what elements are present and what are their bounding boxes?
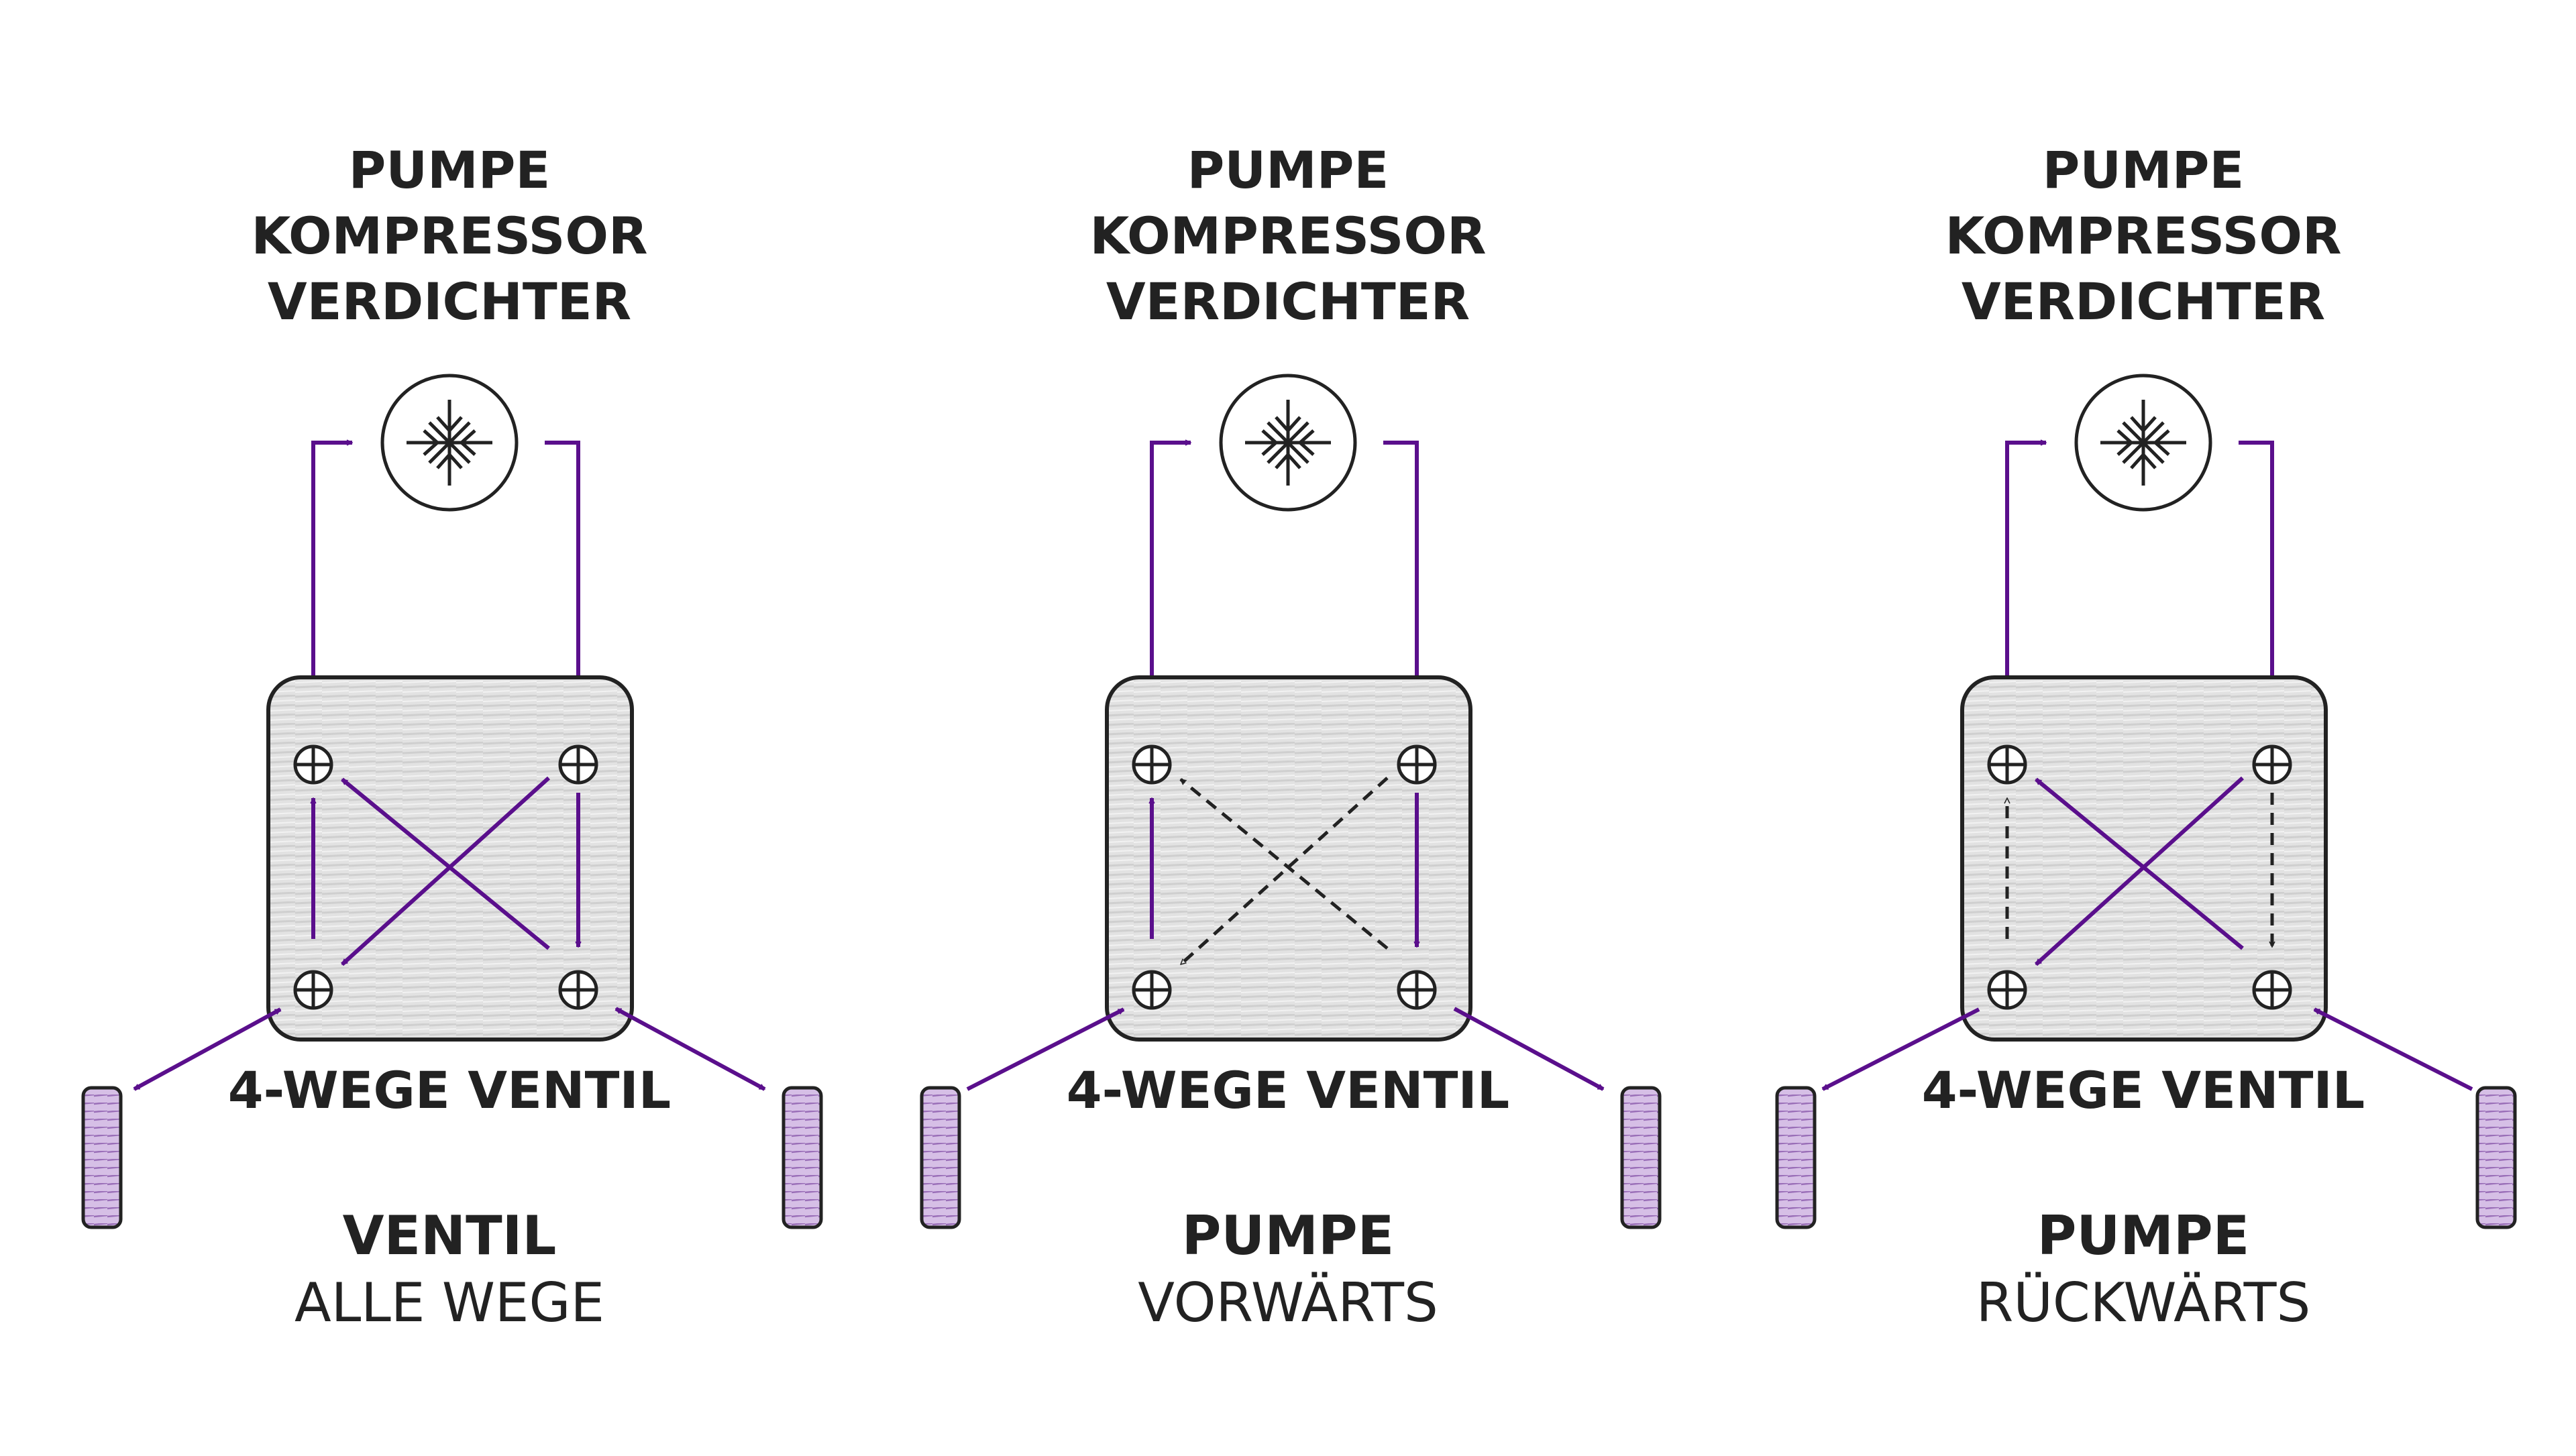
panel-heading: PUMPE KOMPRESSOR VERDICHTER <box>1089 140 1486 331</box>
panel-pumpe-vorwaerts: PUMPE KOMPRESSOR VERDICHTER <box>920 140 1662 1334</box>
pump-outlet-line <box>545 441 578 723</box>
crosshair-circle-icon <box>1987 744 2292 1010</box>
pump-outlet-line <box>2239 441 2272 723</box>
four-way-valve <box>266 675 634 1042</box>
caption-title: PUMPE <box>1182 1205 1394 1267</box>
crosshair-circle-icon <box>293 744 598 1010</box>
compressor-symbol-icon <box>1219 374 1357 512</box>
caption-subtitle: VORWÄRTS <box>1138 1272 1438 1334</box>
compressor-symbol-icon <box>2074 374 2212 512</box>
striped-port-icon <box>81 1086 823 1229</box>
pump-outlet-line <box>1383 441 1417 723</box>
caption-subtitle: RÜCKWÄRTS <box>1976 1272 2310 1334</box>
four-way-valve <box>1960 675 2328 1042</box>
heading-line-1: PUMPE <box>2043 140 2245 200</box>
panel-heading: PUMPE KOMPRESSOR VERDICHTER <box>251 140 647 331</box>
valve-inner-paths <box>2007 776 2272 966</box>
heading-line-2: KOMPRESSOR <box>251 206 647 266</box>
pump-inlet-line <box>1150 443 1191 744</box>
flow-lines <box>1150 441 1417 744</box>
heading-line-2: KOMPRESSOR <box>1089 206 1486 266</box>
caption-subtitle: ALLE WEGE <box>294 1272 604 1334</box>
striped-port-icon <box>1775 1086 2517 1229</box>
caption-title: VENTIL <box>343 1205 557 1267</box>
four-way-valve <box>1105 675 1472 1042</box>
valve-label: 4-WEGE VENTIL <box>1922 1060 2365 1120</box>
panel-pumpe-rueckwaerts: PUMPE KOMPRESSOR VERDICHTER <box>1775 140 2517 1334</box>
valve-inner-paths <box>313 776 578 966</box>
heading-line-1: PUMPE <box>1187 140 1389 200</box>
valve-inner-paths <box>1152 777 1417 966</box>
valve-label: 4-WEGE VENTIL <box>1067 1060 1509 1120</box>
heading-line-1: PUMPE <box>349 140 551 200</box>
outer-connections <box>966 1007 1603 1091</box>
heading-line-2: KOMPRESSOR <box>1945 206 2341 266</box>
pump-inlet-line <box>311 443 352 744</box>
compressor-symbol-icon <box>380 374 519 512</box>
flow-lines <box>311 441 578 744</box>
caption-title: PUMPE <box>2037 1205 2249 1267</box>
valve-label: 4-WEGE VENTIL <box>228 1060 671 1120</box>
panel-ventil-alle-wege: PUMPE KOMPRESSOR VERDICHTER <box>81 140 823 1334</box>
heading-line-3: VERDICHTER <box>1962 272 2325 331</box>
heading-line-3: VERDICHTER <box>268 272 631 331</box>
flow-lines <box>2005 441 2272 744</box>
striped-port-icon <box>920 1086 1662 1229</box>
outer-connections <box>134 1007 765 1091</box>
outer-connections <box>1823 1007 2473 1091</box>
pump-inlet-line <box>2005 443 2046 744</box>
heading-line-3: VERDICHTER <box>1106 272 1470 331</box>
crosshair-circle-icon <box>1132 744 1437 1010</box>
panel-heading: PUMPE KOMPRESSOR VERDICHTER <box>1945 140 2341 331</box>
